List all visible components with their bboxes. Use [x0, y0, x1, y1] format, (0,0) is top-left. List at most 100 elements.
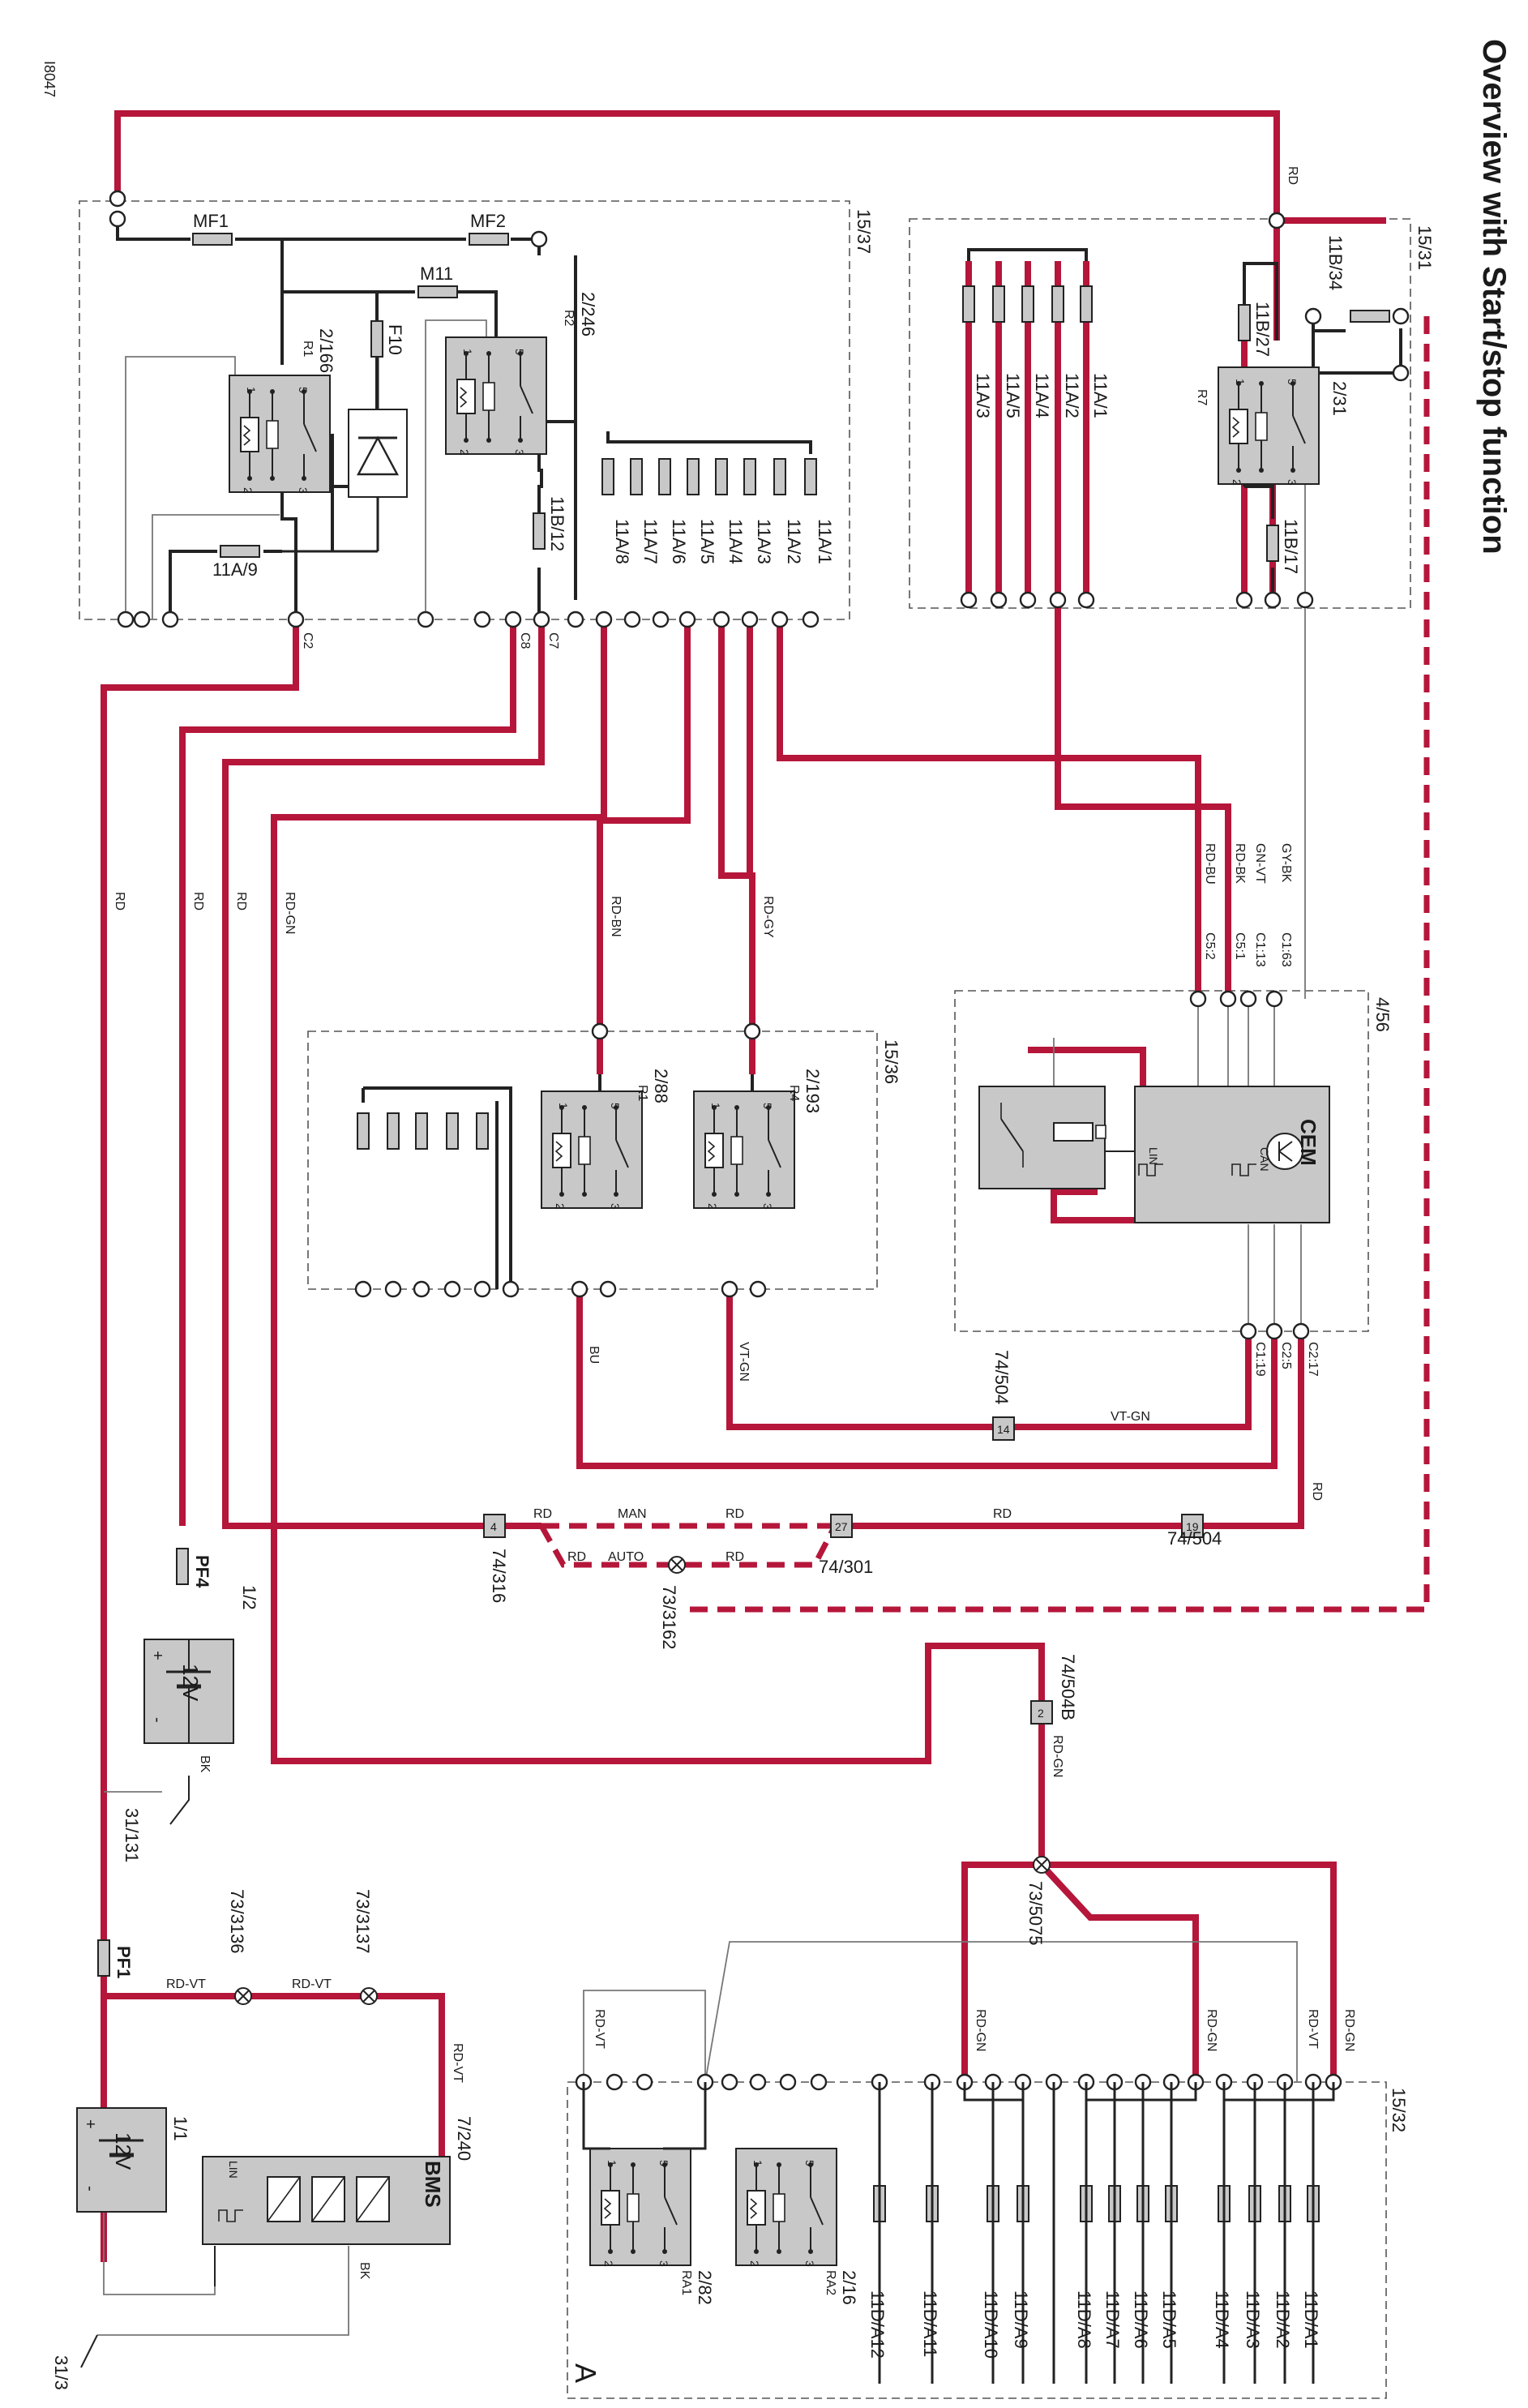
label-bms-id: 7/240 [454, 2116, 474, 2161]
wire-auto: AUTO [608, 1550, 644, 1564]
wire-rd-4: RD [1310, 1482, 1324, 1501]
label-c2-17: C2:17 [1306, 1342, 1320, 1377]
label-g11a3: 11A/3 [973, 373, 993, 418]
fuse-pf1 [97, 1939, 110, 1977]
wire-man: MAN [618, 1507, 647, 1521]
label-u15-37: 15/37 [854, 209, 874, 254]
label-g11a1: 11A/1 [1090, 373, 1111, 418]
fuse-mf1 [192, 233, 233, 246]
label-r1: R1 [301, 341, 315, 358]
label-b1-1: 1/1 [170, 2116, 190, 2141]
label-u4-56: 4/56 [1372, 997, 1393, 1032]
label-d2: 11D/A2 [1273, 2290, 1293, 2349]
fuse-m11 [417, 285, 458, 298]
red-dashed-wires [538, 316, 1430, 1613]
label-11b17: 11B/17 [1281, 519, 1301, 574]
fuse-row-11a-r [962, 285, 1093, 323]
conn-19 [1181, 1514, 1204, 1538]
label-pin27: 27 [835, 1520, 848, 1533]
battery2-plus: + [81, 2119, 99, 2129]
black-wires [116, 219, 1402, 1289]
unit-boundaries [79, 200, 1411, 2399]
label-11b34: 11B/34 [1325, 235, 1346, 290]
label-m11: M11 [420, 264, 453, 284]
box-15-31 [909, 218, 1411, 609]
bms-module [202, 2156, 451, 2245]
label-r2-166: 2/166 [316, 328, 336, 373]
label-r2-82: 2/82 [695, 2270, 715, 2305]
box-15-37 [79, 200, 850, 620]
label-c2-5: C2:5 [1279, 1342, 1293, 1369]
label-g31-3: 31/3 [51, 2355, 71, 2390]
label-j74-504B: 74/504B [1058, 1654, 1078, 1720]
cem-lin: LIN [1147, 1147, 1160, 1165]
wire-rd-vt-4: RD-VT [292, 1977, 332, 1991]
label-d5: 11D/A5 [1159, 2290, 1179, 2349]
wire-rd-gn-2: RD-GN [1051, 1735, 1064, 1777]
wire-rd-vt-3: RD-VT [166, 1977, 206, 1991]
cem-can: CAN [1258, 1147, 1271, 1172]
splice-73-3136 [234, 1987, 252, 2005]
label-ra2: RA2 [824, 2270, 837, 2295]
bms-label: BMS [421, 2161, 445, 2208]
box-15-36 [307, 1030, 878, 1290]
battery1-v: 12V [178, 1664, 203, 1702]
label-11a3: 11A/3 [754, 519, 774, 564]
ground-symbols [80, 1776, 216, 2368]
label-r2-246: 2/246 [578, 292, 598, 336]
wire-bk-1: BK [198, 1755, 212, 1773]
label-g11a5: 11A/5 [1003, 373, 1023, 418]
label-d3: 11D/A3 [1243, 2290, 1263, 2349]
label-d4: 11D/A4 [1212, 2290, 1232, 2349]
wire-rd-gn-4: RD-GN [1205, 2009, 1218, 2051]
wire-gy-bk: GY-BK [1279, 843, 1293, 883]
relay-ra1-2-82 [589, 2148, 691, 2268]
label-11b27: 11B/27 [1252, 302, 1273, 357]
box-15-32 [567, 2081, 1387, 2399]
label-c5-1: C5:1 [1233, 932, 1247, 960]
label-u15-32: 15/32 [1389, 2088, 1409, 2132]
wire-rd-vt-1: RD-VT [593, 2009, 606, 2049]
wire-rd-gn-5: RD-GN [1342, 2009, 1356, 2051]
label-j74-316: 74/316 [489, 1549, 509, 1603]
label-r2-193: 2/193 [803, 1069, 823, 1113]
gray-wires [97, 319, 1306, 2336]
wire-rd-1: RD [113, 892, 126, 910]
label-j74-301: 74/301 [819, 1557, 873, 1577]
drawing-id: I8047 [41, 61, 58, 97]
label-r2-16: 2/16 [839, 2270, 859, 2305]
wire-bk-2: BK [357, 2262, 371, 2280]
battery1-plus: + [148, 1651, 166, 1660]
label-f10: F10 [385, 324, 405, 355]
wire-gn-vt: GN-VT [1253, 843, 1267, 884]
connector-blocks [483, 1416, 1204, 1725]
label-c5-2: C5:2 [1203, 932, 1217, 960]
fuse-11b27 [1238, 304, 1251, 341]
relay-r2-2-246 [445, 336, 547, 456]
label-r2-31: 2/31 [1329, 381, 1350, 416]
label-d10: 11D/A10 [981, 2290, 1001, 2359]
relay-r7-2-31 [1218, 366, 1320, 486]
label-c2: C2 [301, 632, 315, 649]
wire-rd-bk: RD-BK [1233, 843, 1247, 884]
batteries [76, 1639, 234, 2213]
wire-bu: BU [587, 1346, 601, 1364]
battery2-v: 12V [111, 2132, 135, 2170]
battery1-minus: - [148, 1717, 166, 1723]
label-pin19: 19 [1186, 1520, 1199, 1533]
wire-rd-9: RD [725, 1550, 744, 1564]
label-mf1: MF1 [193, 211, 229, 231]
label-mf2: MF2 [470, 211, 506, 231]
splice-73-5075 [1033, 1856, 1051, 1874]
relay-r1-2-88 [541, 1090, 643, 1210]
label-pin14: 14 [997, 1423, 1010, 1436]
label-j73-5075: 73/5075 [1025, 1881, 1046, 1946]
relays [229, 336, 1320, 2268]
label-j73-3136: 73/3136 [227, 1889, 247, 1954]
fuse-row-11a [601, 458, 817, 495]
label-c8: C8 [518, 632, 532, 649]
label-u15-36: 15/36 [881, 1039, 901, 1084]
labels: 15/37 15/31 15/36 4/56 15/32 I8047 MF1 M… [41, 61, 1435, 2390]
label-g11a4: 11A/4 [1032, 373, 1052, 418]
fuse-pf4 [176, 1548, 189, 1585]
